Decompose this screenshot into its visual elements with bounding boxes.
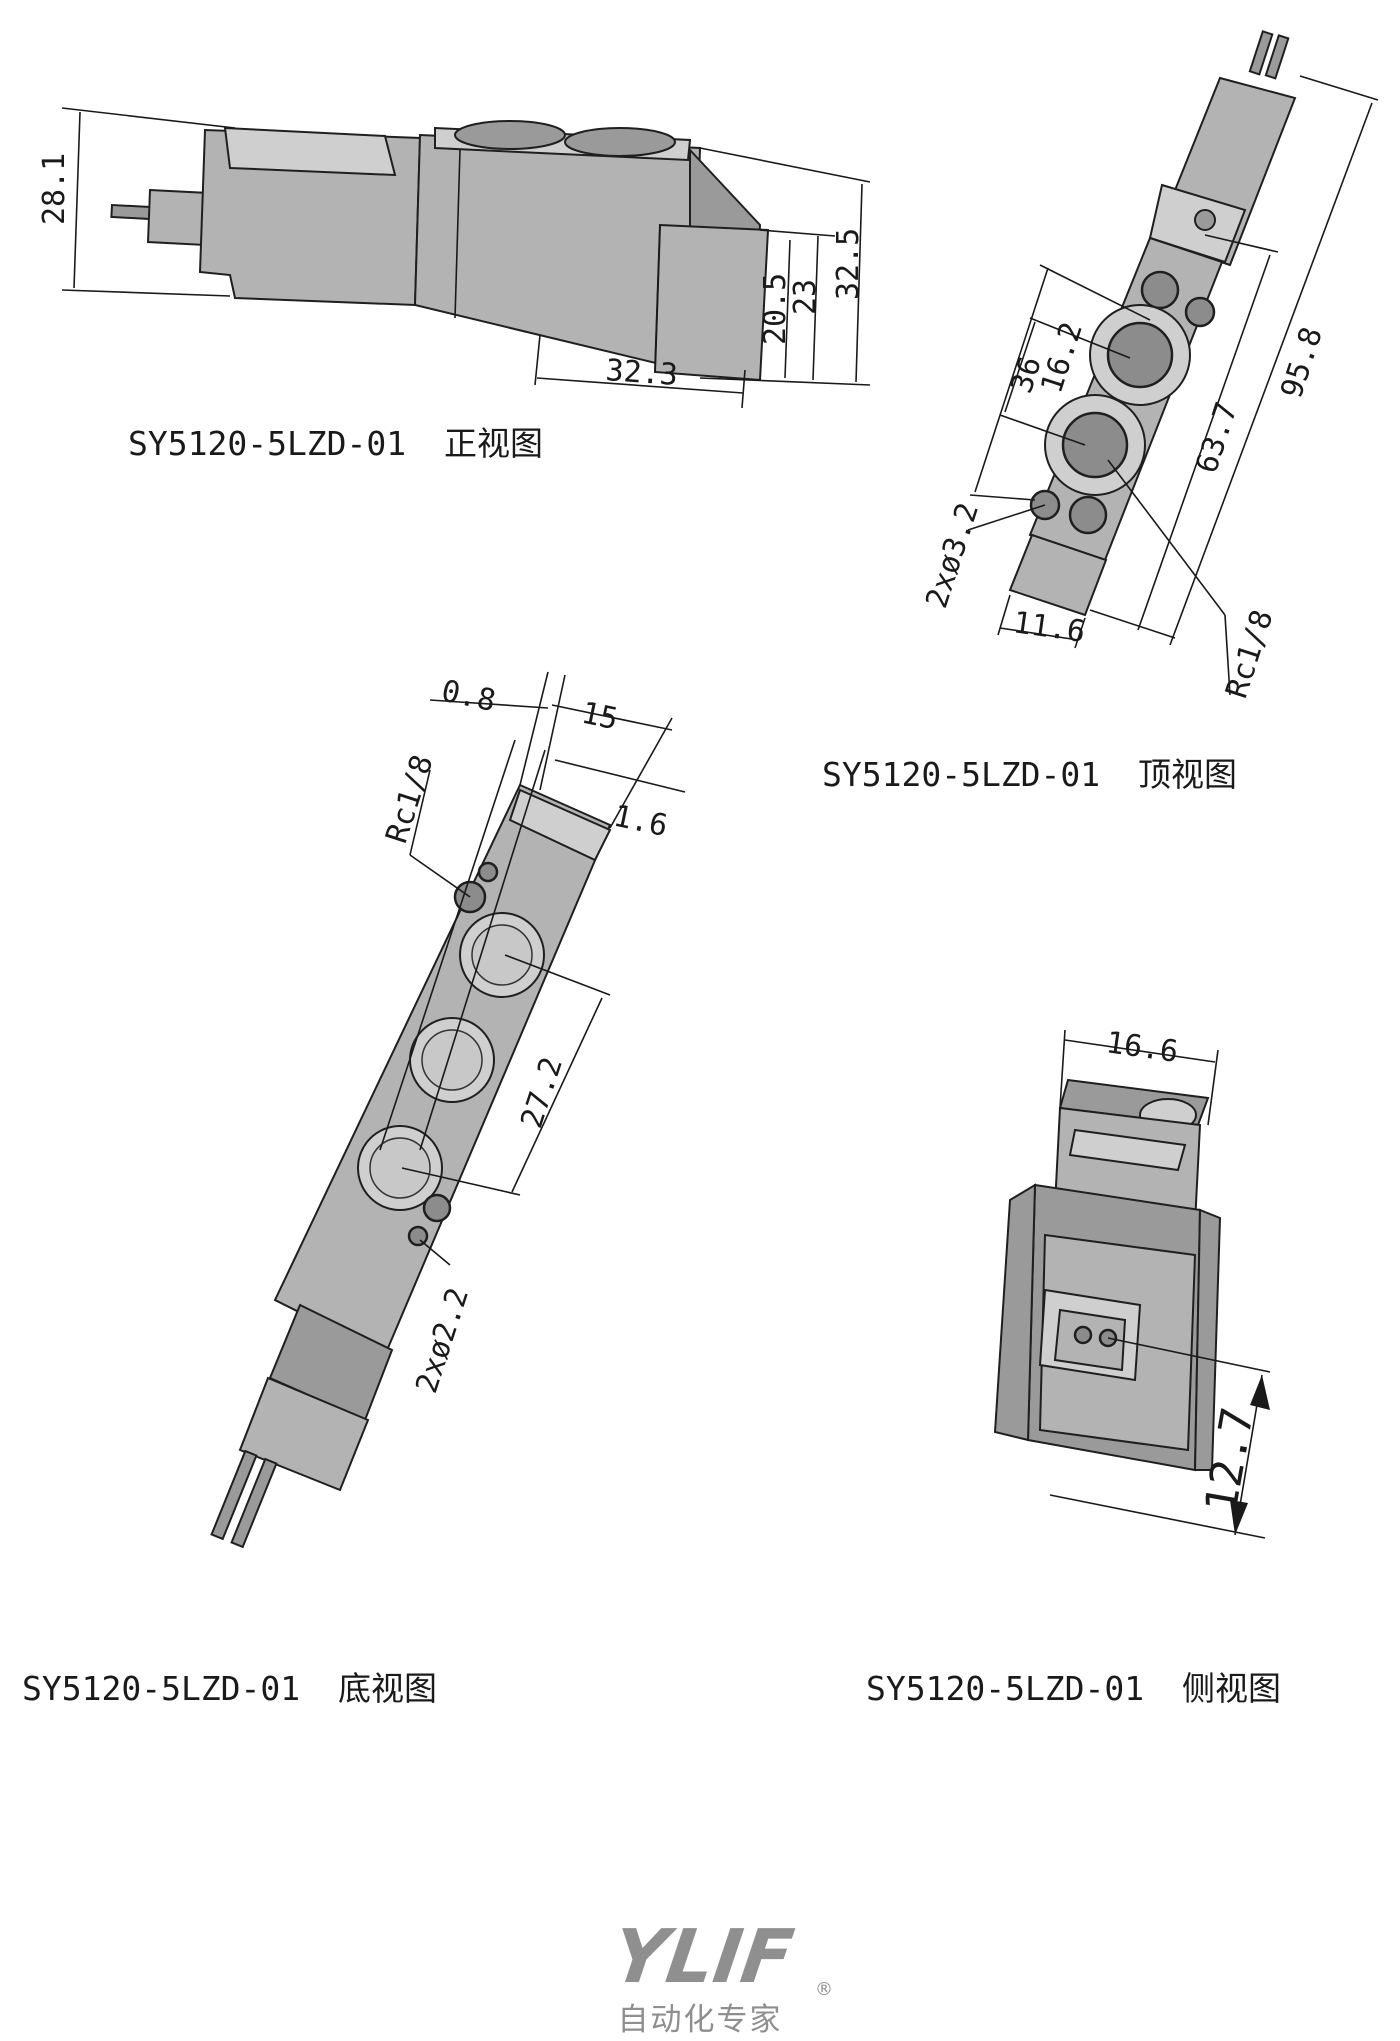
dim-20-5: 20.5 — [758, 273, 793, 345]
dim-rc1-8-bottom: Rc1/8 — [379, 751, 440, 848]
bottom-view: 0.8 15 1.6 Rc1/8 27.2 2xø2.2 SY5120-5LZD… — [22, 671, 686, 1708]
front-view-caption: SY5120-5LZD-01 正视图 — [128, 424, 543, 463]
top-view-caption: SY5120-5LZD-01 顶视图 — [822, 755, 1237, 794]
front-caption-view: 正视图 — [444, 424, 543, 463]
brand-logo: YLIF ® 自动化专家 — [608, 1913, 833, 2038]
dim-23: 23 — [788, 279, 823, 315]
top-caption-model: SY5120-5LZD-01 — [822, 755, 1100, 794]
side-view: 16.6 12.7 SY5120-5LZD-01 侧视图 — [866, 1025, 1281, 1708]
bottom-view-caption: SY5120-5LZD-01 底视图 — [22, 1669, 437, 1708]
dim-16-2: 16.2 — [1034, 318, 1090, 398]
dim-2x-d2-2: 2xø2.2 — [409, 1284, 476, 1398]
side-caption-model: SY5120-5LZD-01 — [866, 1669, 1144, 1708]
dim-27-2: 27.2 — [514, 1053, 570, 1133]
side-caption-view: 侧视图 — [1182, 1669, 1281, 1708]
logo-tagline: 自动化专家 — [618, 2002, 783, 2038]
dim-16-6: 16.6 — [1104, 1025, 1180, 1070]
top-caption-view: 顶视图 — [1138, 755, 1237, 794]
logo-wordmark: YLIF — [608, 1913, 799, 2000]
bottom-caption-view: 底视图 — [338, 1669, 437, 1708]
logo-registered: ® — [815, 1979, 833, 2000]
dim-15: 15 — [578, 696, 621, 738]
dim-2x-d3-2: 2xø3.2 — [919, 499, 986, 613]
bottom-caption-model: SY5120-5LZD-01 — [22, 1669, 300, 1708]
dim-32-3: 32.3 — [604, 353, 679, 393]
top-view: 36 16.2 63.7 95.8 2xø3.2 11.6 Rc1/8 SY51… — [822, 30, 1379, 794]
front-caption-model: SY5120-5LZD-01 — [128, 424, 406, 463]
dim-28-1: 28.1 — [37, 153, 72, 225]
side-view-caption: SY5120-5LZD-01 侧视图 — [866, 1669, 1281, 1708]
front-view: 28.1 20.5 23 32.5 32.3 SY5120-5LZD-01 正视… — [37, 107, 871, 463]
dim-1-6: 1.6 — [610, 799, 670, 845]
dim-0-8: 0.8 — [438, 674, 498, 720]
dim-32-5: 32.5 — [831, 228, 866, 300]
dim-rc1-8-top: Rc1/8 — [1219, 606, 1280, 703]
dim-95-8: 95.8 — [1274, 323, 1330, 403]
